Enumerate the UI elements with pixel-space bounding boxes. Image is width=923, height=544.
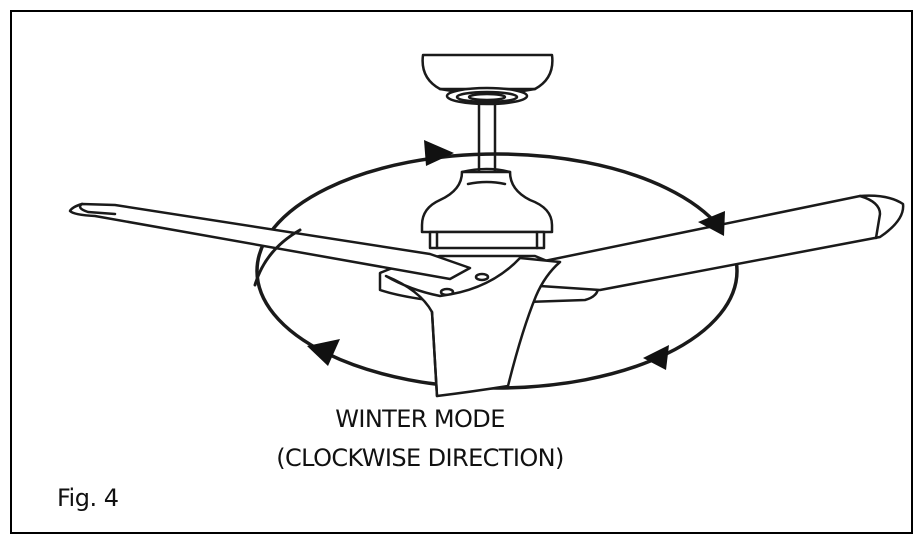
figure-label: Fig. 4 bbox=[57, 484, 119, 512]
rotation-arrow-left-icon bbox=[307, 339, 340, 366]
caption-mode: WINTER MODE bbox=[335, 405, 505, 433]
fan-blade-right bbox=[518, 194, 905, 292]
fan-blade-front bbox=[384, 256, 562, 398]
rotation-arrow-right-icon bbox=[698, 211, 725, 236]
rotation-arrow-bottom-icon bbox=[643, 345, 669, 370]
ceiling-canopy bbox=[421, 53, 554, 106]
fan-blade-left bbox=[68, 202, 472, 281]
motor-housing bbox=[420, 167, 554, 250]
rotation-arrow-top-icon bbox=[424, 140, 454, 166]
downrod bbox=[477, 100, 497, 180]
caption-direction: (CLOCKWISE DIRECTION) bbox=[276, 444, 564, 472]
